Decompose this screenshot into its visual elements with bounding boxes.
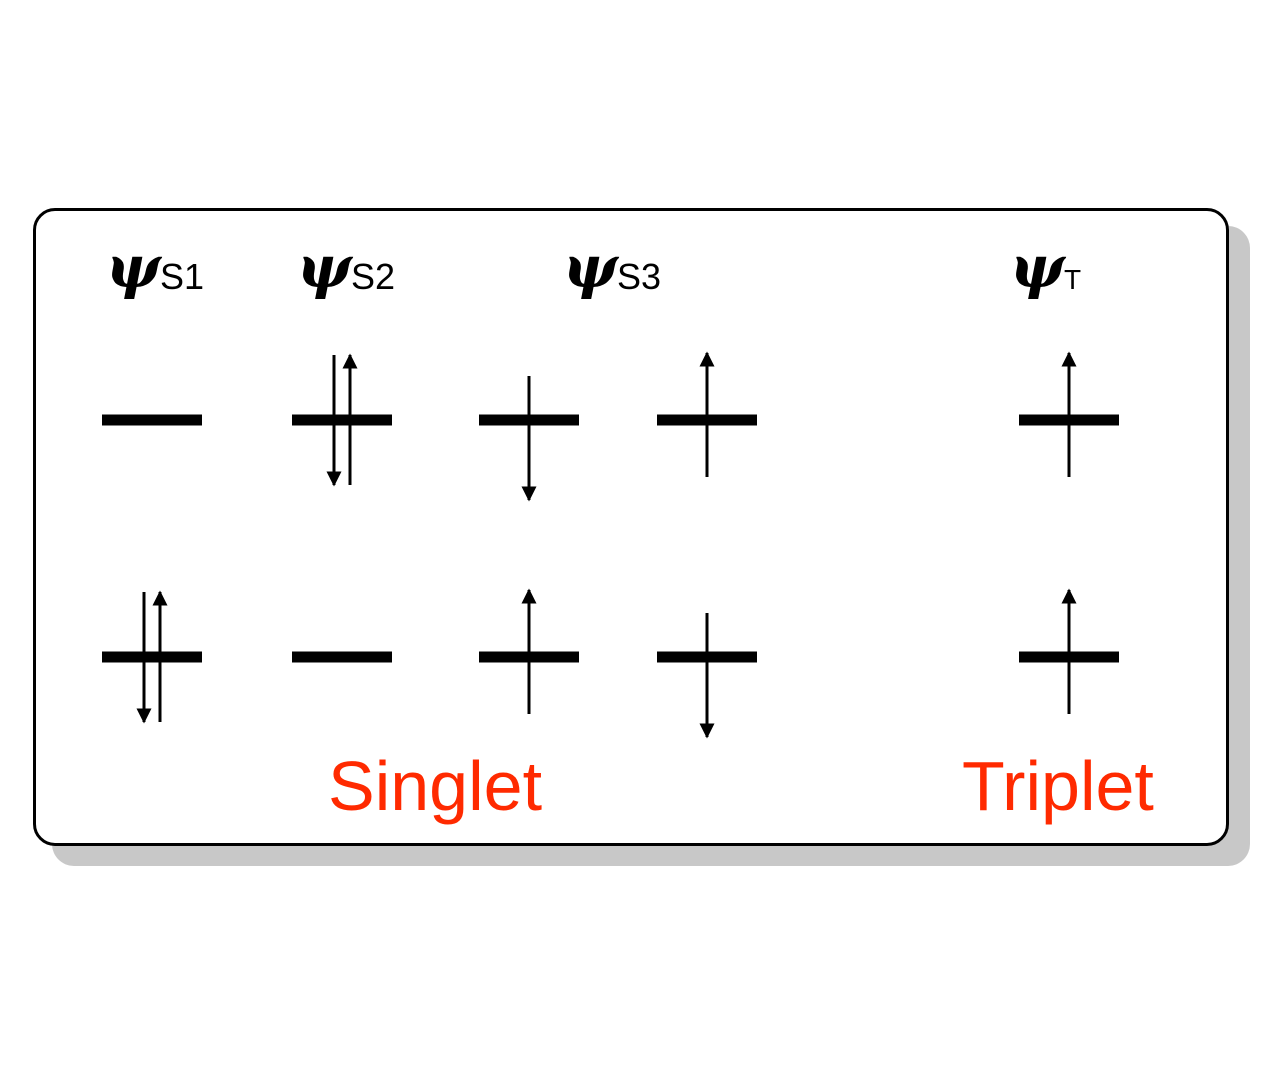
psi-symbol: ψ xyxy=(106,233,163,301)
header-s3: ψ S3 xyxy=(563,233,661,301)
psi-symbol: ψ xyxy=(297,233,354,301)
header-subscript: T xyxy=(1064,264,1081,295)
header-subscript: S2 xyxy=(351,256,395,297)
diagram-panel xyxy=(33,208,1229,846)
header-subscript: S1 xyxy=(160,256,204,297)
energy-levels xyxy=(102,351,1119,739)
header-s2: ψ S2 xyxy=(297,233,395,301)
header-s1: ψ S1 xyxy=(106,233,204,301)
triplet-caption: Triplet xyxy=(962,747,1154,825)
psi-symbol: ψ xyxy=(563,233,620,301)
singlet-caption: Singlet xyxy=(328,747,542,825)
psi-symbol: ψ xyxy=(1010,233,1067,301)
header-t: ψ T xyxy=(1010,233,1081,301)
header-subscript: S3 xyxy=(617,256,661,297)
